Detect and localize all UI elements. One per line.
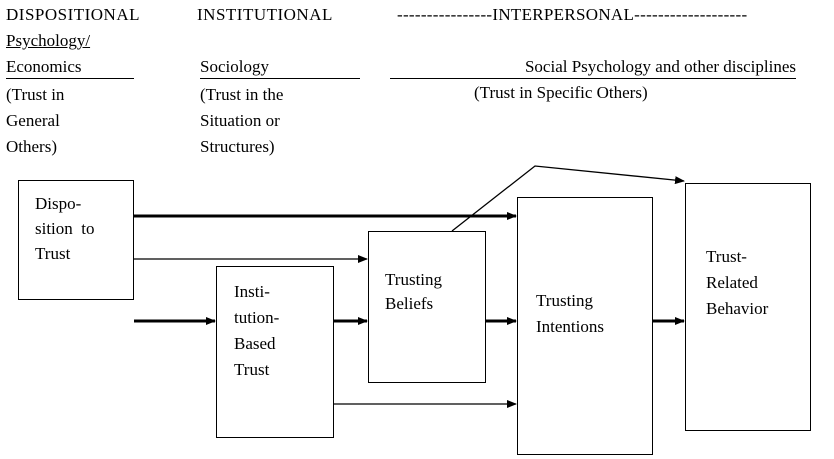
arrow-beliefs-to-behavior	[451, 165, 685, 232]
trusting-intentions-label: Trusting Intentions	[536, 291, 604, 336]
header-interpersonal: ----------------INTERPERSONAL-----------…	[397, 5, 748, 24]
trusting-intentions-box: Trusting Intentions	[517, 197, 653, 455]
psych-title-line1: Psychology/	[6, 31, 91, 50]
institution-based-trust-label: Insti- tution- Based Trust	[234, 282, 280, 379]
disposition-to-trust-label: Dispo- sition to Trust	[35, 194, 95, 263]
header-dispositional: DISPOSITIONAL	[6, 5, 140, 24]
social-psychology-description: (Trust in Specific Others)	[474, 83, 648, 102]
trusting-beliefs-box: Trusting Beliefs	[368, 231, 486, 383]
trust-related-behavior-label: Trust- Related Behavior	[706, 247, 769, 318]
psych-description: (Trust in General Others)	[6, 85, 65, 156]
sociology-description: (Trust in the Situation or Structures)	[200, 85, 284, 156]
sociology-title: Sociology	[200, 56, 360, 79]
institution-based-trust-box: Insti- tution- Based Trust	[216, 266, 334, 438]
social-psychology-title: Social Psychology and other disciplines	[390, 56, 796, 79]
trust-related-behavior-box: Trust- Related Behavior	[685, 183, 811, 431]
header-institutional: INSTITUTIONAL	[197, 5, 333, 24]
psych-title-line2: Economics	[6, 56, 134, 79]
disposition-to-trust-box: Dispo- sition to Trust	[18, 180, 134, 300]
trusting-beliefs-label: Trusting Beliefs	[385, 270, 443, 313]
